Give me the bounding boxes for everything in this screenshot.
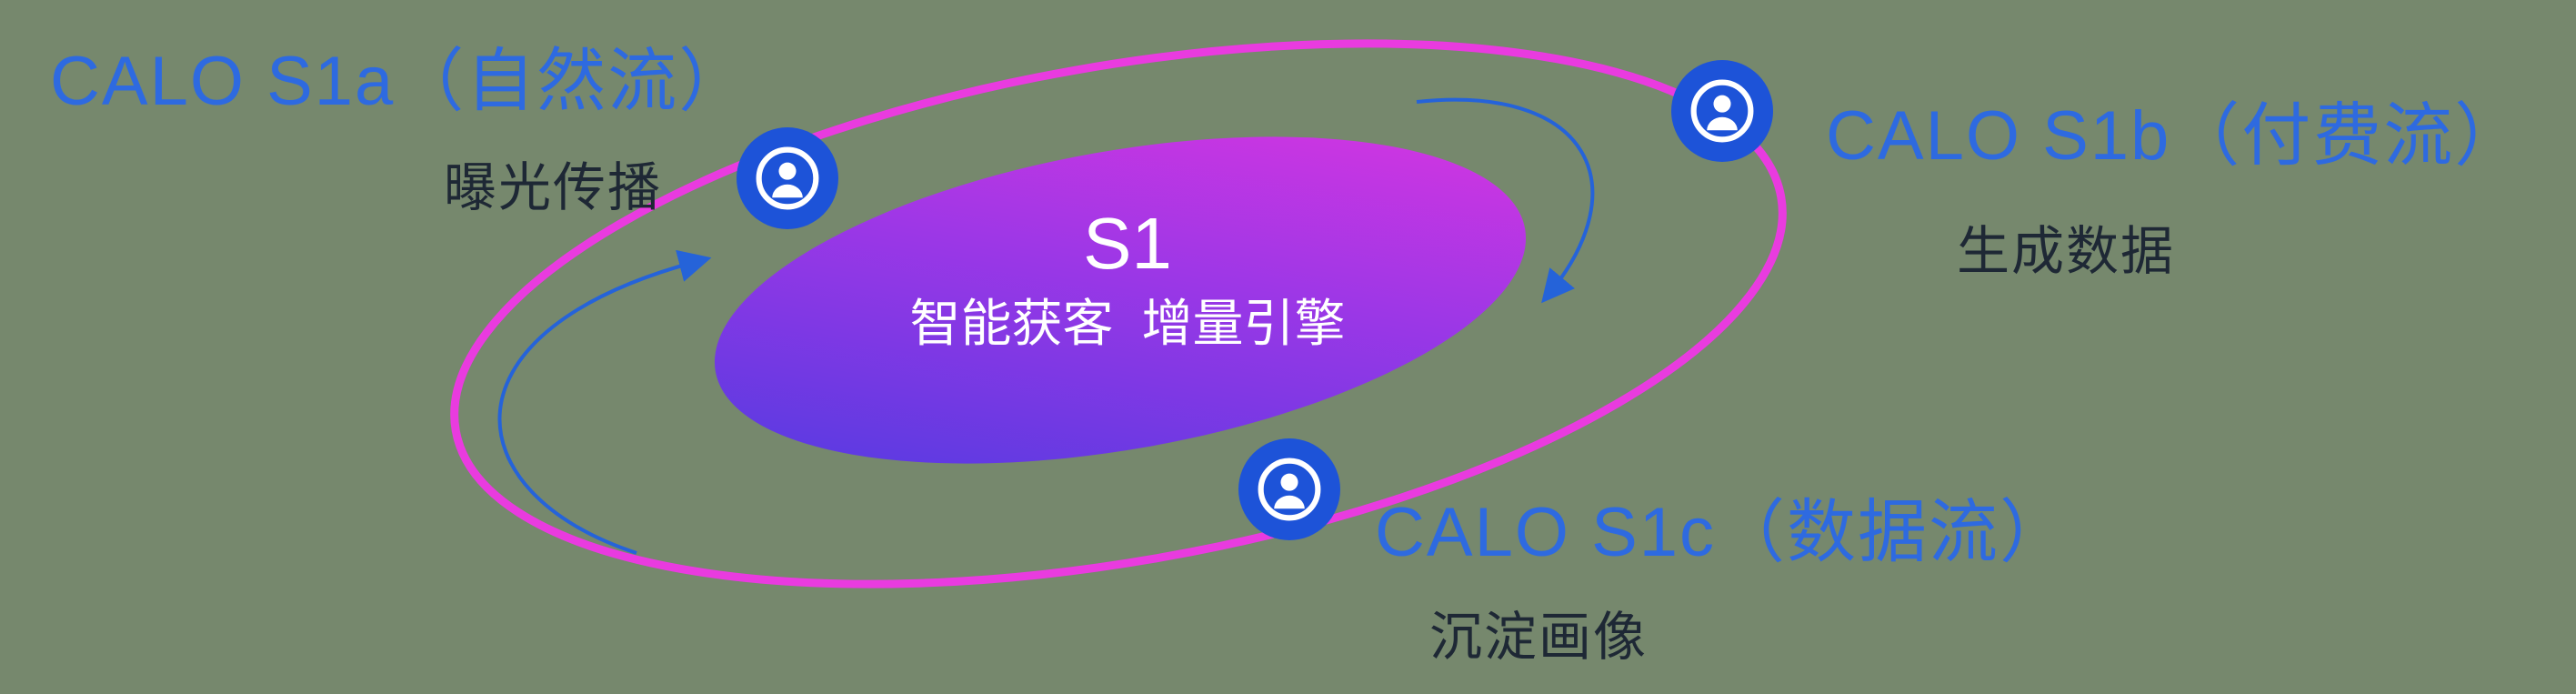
flow-arrow-left-icon: [497, 249, 712, 555]
label-calo-s1a: CALO S1a（自然流）: [50, 43, 750, 120]
label-calo-s1c: CALO S1c（数据流）: [1375, 494, 2071, 571]
node-calo-s1c: [1238, 438, 1340, 540]
sublabel-calo-s1c: 沉淀画像: [1429, 608, 1649, 667]
core-ellipse: [714, 136, 1527, 464]
sublabel-calo-s1b: 生成数据: [1957, 222, 2176, 281]
user-icon: [737, 127, 838, 229]
sublabel-calo-s1a: 曝光传播: [444, 158, 663, 217]
user-icon: [1238, 438, 1340, 540]
orbit-ring: [450, 39, 1787, 588]
core-subtitle: 智能获客 增量引擎: [909, 295, 1346, 352]
label-calo-s1b: CALO S1b（付费流）: [1826, 97, 2526, 175]
node-calo-s1a: [737, 127, 838, 229]
core-text-block: S1 智能获客 增量引擎: [891, 207, 1364, 349]
node-calo-s1b: [1671, 60, 1773, 162]
core-title: S1: [1083, 203, 1172, 284]
user-icon: [1671, 60, 1773, 162]
flow-arrow-right-icon: [1416, 97, 1595, 304]
